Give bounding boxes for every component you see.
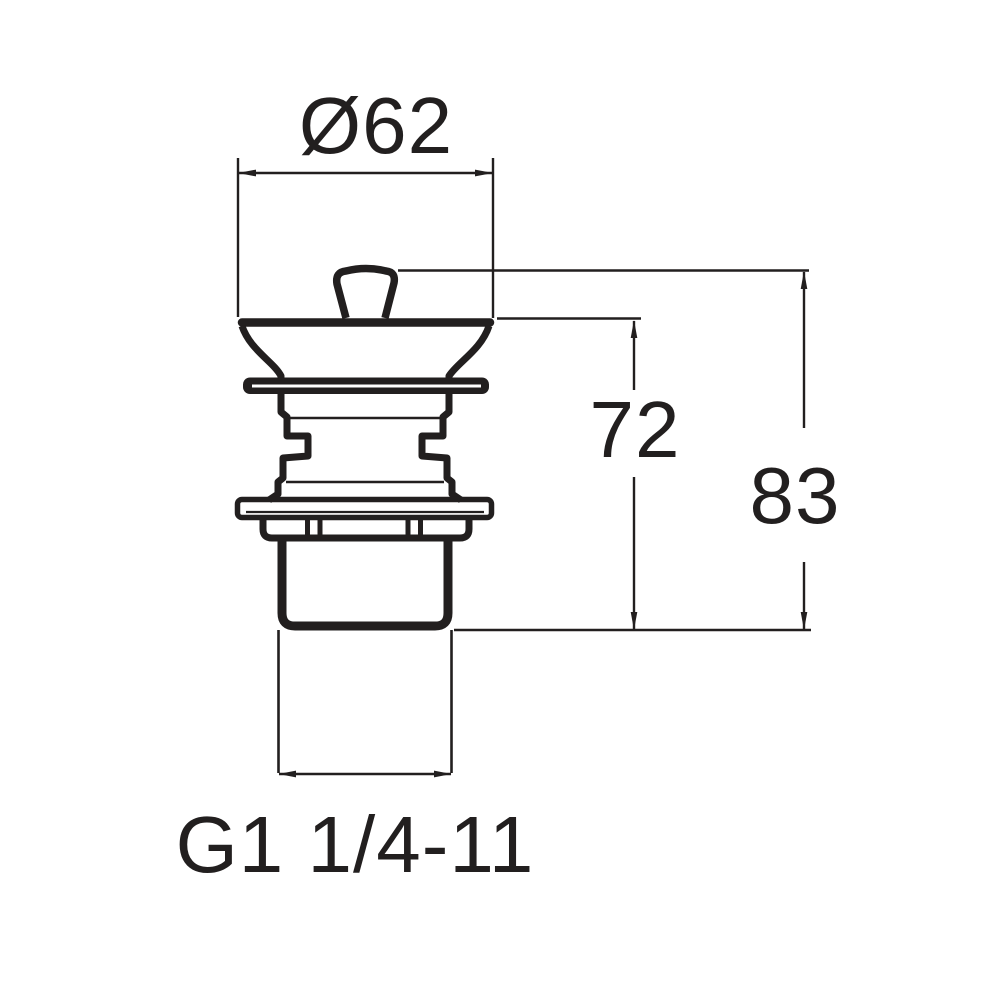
flange-outline	[234, 496, 495, 521]
dim-height-83: 83	[398, 269, 841, 632]
dim-diameter-arrow-left	[238, 169, 256, 177]
dim-72-arrow-bottom	[630, 612, 638, 630]
dim-thread-arrow-left	[278, 770, 296, 778]
body-profile-left	[238, 324, 312, 503]
body-profile-right	[418, 324, 493, 503]
dim-height-72: 72	[497, 317, 681, 630]
locknut-outline	[259, 517, 473, 542]
dim-thread-arrow-right	[434, 770, 452, 778]
dim-83-arrow-top	[800, 271, 808, 289]
height-83-label: 83	[750, 451, 841, 540]
diameter-label: Ø62	[299, 81, 453, 170]
dim-thread: G1 1/4-11	[176, 770, 535, 889]
knob-outline	[332, 264, 399, 319]
dim-72-arrow-top	[630, 320, 638, 338]
thread-label: G1 1/4-11	[176, 800, 535, 889]
fitting-outline	[234, 264, 495, 773]
dim-diameter: Ø62	[236, 81, 495, 318]
dim-diameter-arrow-right	[475, 169, 493, 177]
dim-83-arrow-bottom	[800, 612, 808, 630]
hex-body-outline	[277, 540, 453, 631]
height-72-label: 72	[590, 385, 681, 474]
